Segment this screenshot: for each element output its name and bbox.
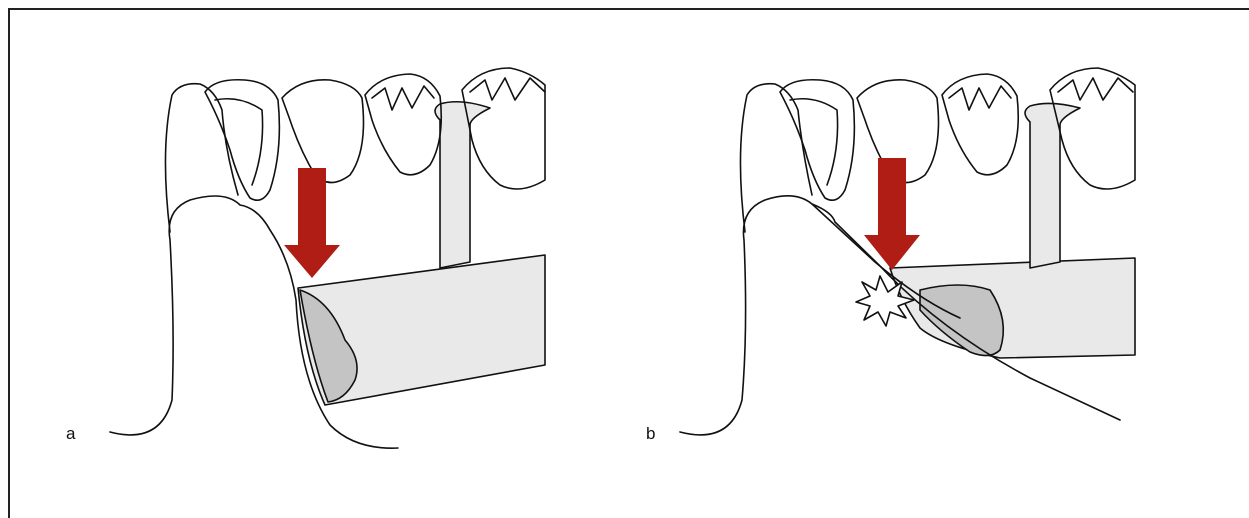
panel-a-illustration: [0, 0, 560, 500]
denture-connector: [1025, 103, 1080, 268]
tooth-4-cusps: [949, 86, 1011, 110]
denture-connector: [435, 102, 490, 268]
tooth-5-cusps: [1058, 78, 1133, 100]
panel-label: a: [66, 424, 75, 444]
panel-a: a: [0, 0, 560, 500]
tooth-3: [282, 80, 364, 183]
force-arrow: [864, 158, 920, 270]
panel-b-illustration: [580, 0, 1140, 500]
tooth-5: [1050, 68, 1135, 189]
tooth-5-cusps: [470, 78, 545, 100]
tooth-2-inner: [790, 99, 838, 185]
tooth-4-cusps: [372, 86, 434, 110]
panel-b: b: [580, 0, 1140, 500]
tooth-5: [462, 68, 545, 189]
force-arrow: [284, 168, 340, 278]
base-cross-section: [920, 285, 1003, 356]
panel-label: b: [646, 424, 655, 444]
